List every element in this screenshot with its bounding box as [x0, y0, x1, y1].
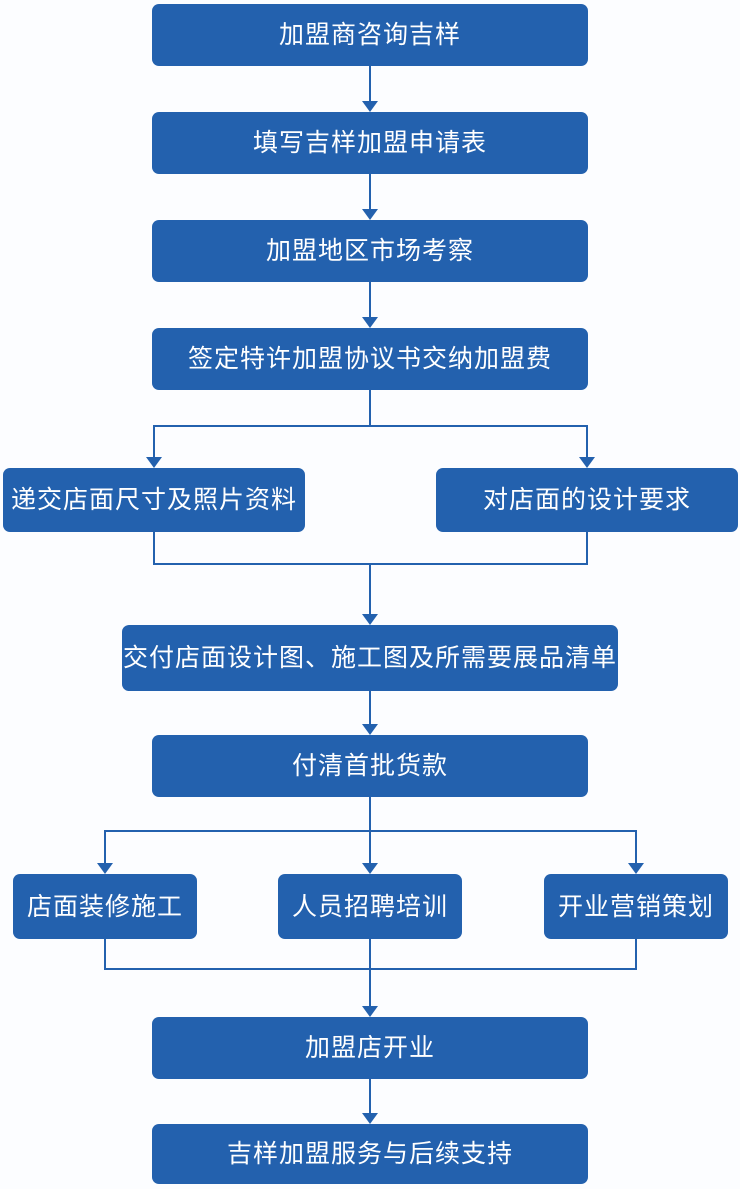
connector-line: [369, 1079, 371, 1113]
connector-line: [369, 691, 371, 724]
arrowhead-down-icon: [362, 863, 378, 874]
node-market-survey: 加盟地区市场考察: [152, 220, 588, 282]
connector-line: [153, 532, 155, 565]
node-store-opening: 加盟店开业: [152, 1017, 588, 1079]
node-apply-form: 填写吉样加盟申请表: [152, 112, 588, 174]
connector-line: [153, 425, 588, 427]
connector-line: [369, 939, 371, 1006]
connector-line: [369, 830, 371, 863]
arrowhead-down-icon: [362, 614, 378, 625]
node-design-requirements: 对店面的设计要求: [436, 468, 738, 532]
connector-line: [369, 174, 371, 211]
node-franchisee-consult: 加盟商咨询吉样: [152, 4, 588, 66]
connector-line: [104, 939, 106, 970]
connector-line: [635, 830, 637, 863]
arrowhead-down-icon: [362, 101, 378, 112]
arrowhead-down-icon: [579, 457, 595, 468]
connector-line: [369, 282, 371, 319]
connector-line: [369, 66, 371, 103]
arrowhead-down-icon: [362, 1006, 378, 1017]
connector-line: [369, 390, 371, 427]
arrowhead-down-icon: [362, 209, 378, 220]
connector-line: [369, 563, 371, 614]
node-staff-recruitment: 人员招聘培训: [278, 874, 462, 939]
node-opening-marketing: 开业营销策划: [544, 874, 728, 939]
node-pay-first-batch: 付清首批货款: [152, 735, 588, 797]
arrowhead-down-icon: [146, 457, 162, 468]
node-store-renovation: 店面装修施工: [13, 874, 197, 939]
node-submit-store-info: 递交店面尺寸及照片资料: [3, 468, 305, 532]
node-deliver-design: 交付店面设计图、施工图及所需要展品清单: [122, 625, 618, 691]
arrowhead-down-icon: [362, 724, 378, 735]
connector-line: [104, 830, 106, 863]
connector-line: [153, 425, 155, 459]
arrowhead-down-icon: [362, 317, 378, 328]
node-sign-agreement: 签定特许加盟协议书交纳加盟费: [152, 328, 588, 390]
connector-line: [369, 797, 371, 832]
arrowhead-down-icon: [362, 1113, 378, 1124]
connector-line: [586, 425, 588, 459]
arrowhead-down-icon: [628, 863, 644, 874]
node-followup-support: 吉样加盟服务与后续支持: [152, 1124, 588, 1184]
arrowhead-down-icon: [97, 863, 113, 874]
connector-line: [635, 939, 637, 970]
connector-line: [586, 532, 588, 565]
